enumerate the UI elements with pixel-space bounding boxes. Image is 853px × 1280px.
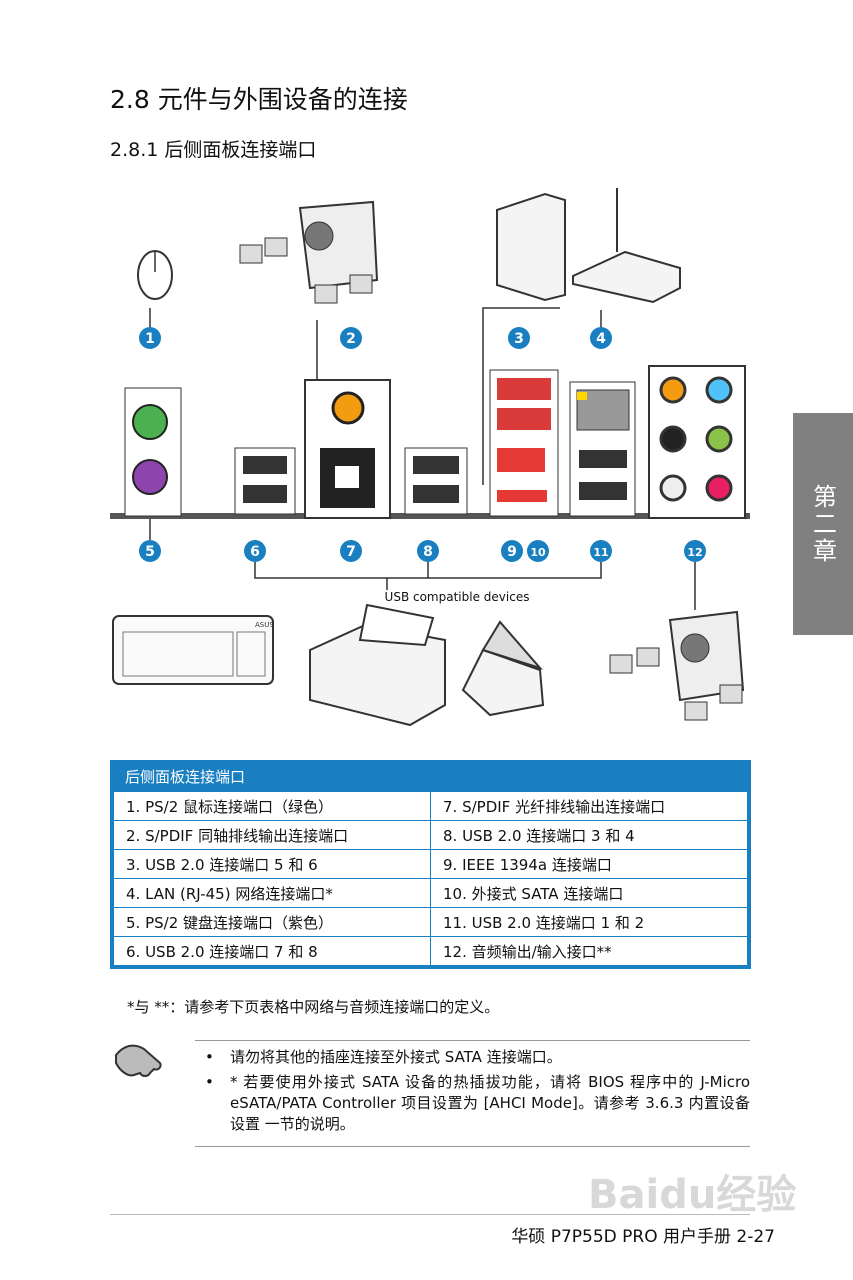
table-cell: 9. IEEE 1394a 连接端口 — [430, 849, 748, 879]
table-row: 5. PS/2 键盘连接端口（紫色）11. USB 2.0 连接端口 1 和 2 — [113, 907, 748, 937]
table-cell: 8. USB 2.0 连接端口 3 和 4 — [430, 820, 748, 850]
svg-text:3: 3 — [514, 331, 524, 347]
table-cell: 12. 音频输出/输入接口** — [430, 936, 748, 966]
badge-8: 8 — [417, 540, 439, 562]
spdif-ports — [304, 379, 391, 519]
speaker-set-illustration — [239, 200, 379, 304]
badge-7: 7 — [340, 540, 362, 562]
divider — [195, 1040, 750, 1041]
baidu-watermark: Baidu经验 — [588, 1172, 796, 1218]
badge-2: 2 — [340, 327, 362, 349]
svg-text:5: 5 — [145, 544, 155, 560]
badge-5: 5 — [139, 540, 161, 562]
svg-text:8: 8 — [423, 544, 433, 560]
svg-text:7: 7 — [346, 544, 356, 560]
table-cell: 4. LAN (RJ-45) 网络连接端口* — [113, 878, 431, 908]
note-item: •请勿将其他的插座连接至外接式 SATA 连接端口。 — [205, 1048, 562, 1066]
usb-ports-7-8 — [234, 447, 296, 515]
svg-text:9: 9 — [507, 544, 517, 560]
svg-text:2: 2 — [346, 331, 356, 347]
section-title: 2.8 元件与外围设备的连接 — [110, 85, 408, 114]
lan-usb-stack — [569, 381, 636, 517]
chapter-tab: 第二章 — [793, 413, 853, 635]
table-cell: 2. S/PDIF 同轴排线输出连接端口 — [113, 820, 431, 850]
badge-11: 11 — [590, 540, 612, 562]
badge-12: 12 — [684, 540, 706, 562]
keyboard-illustration: ASUS — [112, 615, 274, 685]
page-footer: 华硕 P7P55D PRO 用户手册 2-27 — [511, 1227, 775, 1247]
table-row: 1. PS/2 鼠标连接端口（绿色）7. S/PDIF 光纤排线输出连接端口 — [113, 791, 748, 821]
svg-text:12: 12 — [687, 546, 702, 559]
table-row: 4. LAN (RJ-45) 网络连接端口*10. 外接式 SATA 连接端口 — [113, 878, 748, 908]
audio-jacks — [648, 365, 746, 519]
svg-text:Baidu经验: Baidu经验 — [588, 1172, 796, 1218]
router-illustration — [572, 188, 681, 304]
footnote: *与 **：请参考下页表格中网络与音频连接端口的定义。 — [127, 998, 500, 1016]
notes-list: •请勿将其他的插座连接至外接式 SATA 连接端口。 •* 若要使用外接式 SA… — [205, 1047, 750, 1139]
svg-text:6: 6 — [250, 544, 260, 560]
note-hand-icon — [115, 1044, 162, 1077]
svg-text:10: 10 — [530, 546, 546, 559]
divider — [195, 1146, 750, 1147]
usb-devices-label: USB compatible devices — [385, 590, 530, 604]
badge-4: 4 — [590, 327, 612, 349]
badge-3: 3 — [508, 327, 530, 349]
rear-panel-diagram: 1 2 3 4 5 6 7 8 9 10 11 12 USB compatibl… — [110, 188, 750, 727]
usb-1394-esata-stack — [489, 369, 559, 517]
note-item: •* 若要使用外接式 SATA 设备的热插拔功能，请将 BIOS 程序中的 J-… — [205, 1073, 750, 1133]
svg-text:4: 4 — [596, 331, 606, 347]
scanner-illustration — [461, 620, 545, 717]
footer-divider — [110, 1214, 750, 1215]
table-cell: 7. S/PDIF 光纤排线输出连接端口 — [430, 791, 748, 821]
ps2-ports — [124, 387, 182, 517]
table-cell: 3. USB 2.0 连接端口 5 和 6 — [113, 849, 431, 879]
chapter-tab-label: 第二章 — [808, 483, 837, 565]
speaker-set-2-illustration — [609, 610, 745, 721]
badge-1: 1 — [139, 327, 161, 349]
svg-text:11: 11 — [593, 546, 608, 559]
table-cell: 5. PS/2 键盘连接端口（紫色） — [113, 907, 431, 937]
usb-ports-3-4 — [404, 447, 468, 515]
table-cell: 11. USB 2.0 连接端口 1 和 2 — [430, 907, 748, 937]
table-cell: 1. PS/2 鼠标连接端口（绿色） — [113, 791, 431, 821]
connector-lines — [149, 307, 696, 610]
badge-10: 10 — [527, 540, 549, 562]
table-cell: 6. USB 2.0 连接端口 7 和 8 — [113, 936, 431, 966]
printer-illustration — [309, 603, 446, 727]
table-cell: 10. 外接式 SATA 连接端口 — [430, 878, 748, 908]
keyboard-brand: ASUS — [255, 621, 274, 629]
mouse-illustration — [137, 250, 173, 300]
badge-9: 9 — [501, 540, 523, 562]
svg-text:1: 1 — [145, 331, 155, 347]
subsection-title: 2.8.1 后侧面板连接端口 — [110, 139, 317, 161]
rear-panel-base — [110, 513, 750, 519]
table-header: 后侧面板连接端口 — [113, 763, 748, 791]
badge-6: 6 — [244, 540, 266, 562]
external-drive-illustration — [496, 192, 566, 302]
rear-panel-ports-table: 后侧面板连接端口 1. PS/2 鼠标连接端口（绿色）7. S/PDIF 光纤排… — [110, 760, 751, 969]
